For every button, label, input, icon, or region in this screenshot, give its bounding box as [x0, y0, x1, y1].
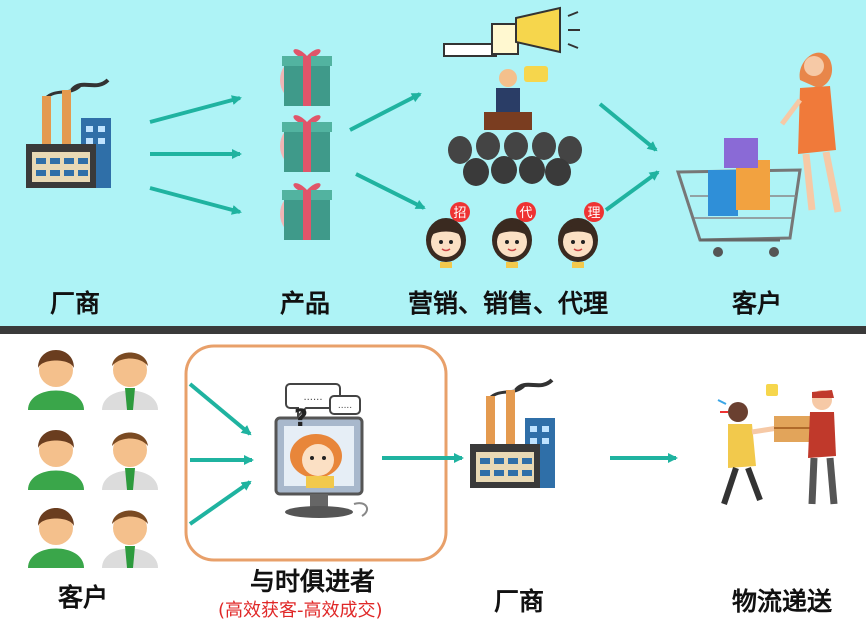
- badge-zhao: 招: [450, 202, 470, 222]
- label-factory-bottom: 厂商: [494, 587, 545, 616]
- speech-bubble-icon: ......: [285, 383, 341, 419]
- speaker-icon: [484, 66, 548, 130]
- badge-text: 招: [453, 206, 466, 221]
- badge-dai: 代: [516, 202, 536, 222]
- factory-icon: [468, 378, 557, 490]
- delivery-icon: [717, 384, 838, 505]
- factory-icon: [24, 78, 113, 190]
- flow-arrow: [604, 170, 660, 212]
- customer-male-icon: [102, 432, 158, 490]
- label-product: 产品: [280, 289, 331, 318]
- panel-divider: [0, 326, 866, 334]
- gift-icon: [280, 115, 332, 172]
- label-trend-sub: (高效获客-高效成交): [218, 600, 383, 621]
- badge-text: 代: [519, 206, 532, 221]
- gift-icon: [280, 49, 332, 106]
- label-channels: 营销、销售、代理: [408, 289, 609, 318]
- customer-female-icon: [28, 430, 84, 490]
- customer-female-icon: [28, 508, 84, 568]
- customer-female-icon: [28, 350, 84, 410]
- question-mark: ?: [294, 404, 308, 432]
- flow-arrow: [188, 382, 252, 436]
- top-panel: [0, 0, 866, 326]
- girl-thinking-icon: [290, 434, 342, 488]
- megaphone-icon: [443, 6, 580, 57]
- customer-male-icon: [102, 510, 158, 568]
- agent-girl-icon: [491, 217, 533, 269]
- bubble-text: .....: [338, 401, 352, 411]
- flow-arrow: [188, 480, 252, 526]
- flow-arrow: [349, 92, 422, 132]
- agent-girl-icon: [425, 217, 467, 269]
- flow-arrow: [149, 95, 242, 124]
- label-factory-top: 厂商: [50, 289, 101, 318]
- badge-li: 理: [584, 202, 604, 222]
- speech-bubble-icon: .....: [329, 395, 361, 415]
- label-customer-top: 客户: [732, 289, 783, 318]
- flow-arrow: [149, 186, 242, 215]
- audience-icon: [448, 132, 582, 186]
- gift-icon: [280, 183, 332, 240]
- bubble-text: ......: [303, 392, 322, 403]
- trend-box: [184, 344, 448, 562]
- agent-girl-icon: [557, 217, 599, 269]
- shopper-cart-icon: [675, 52, 842, 257]
- flow-arrow: [598, 102, 658, 152]
- flow-arrow: [355, 172, 426, 210]
- label-delivery: 物流递送: [732, 587, 833, 616]
- label-customer-bottom: 客户: [58, 583, 109, 612]
- label-trend: 与时俱进者: [250, 567, 376, 596]
- customer-male-icon: [102, 352, 158, 410]
- badge-text: 理: [587, 206, 600, 221]
